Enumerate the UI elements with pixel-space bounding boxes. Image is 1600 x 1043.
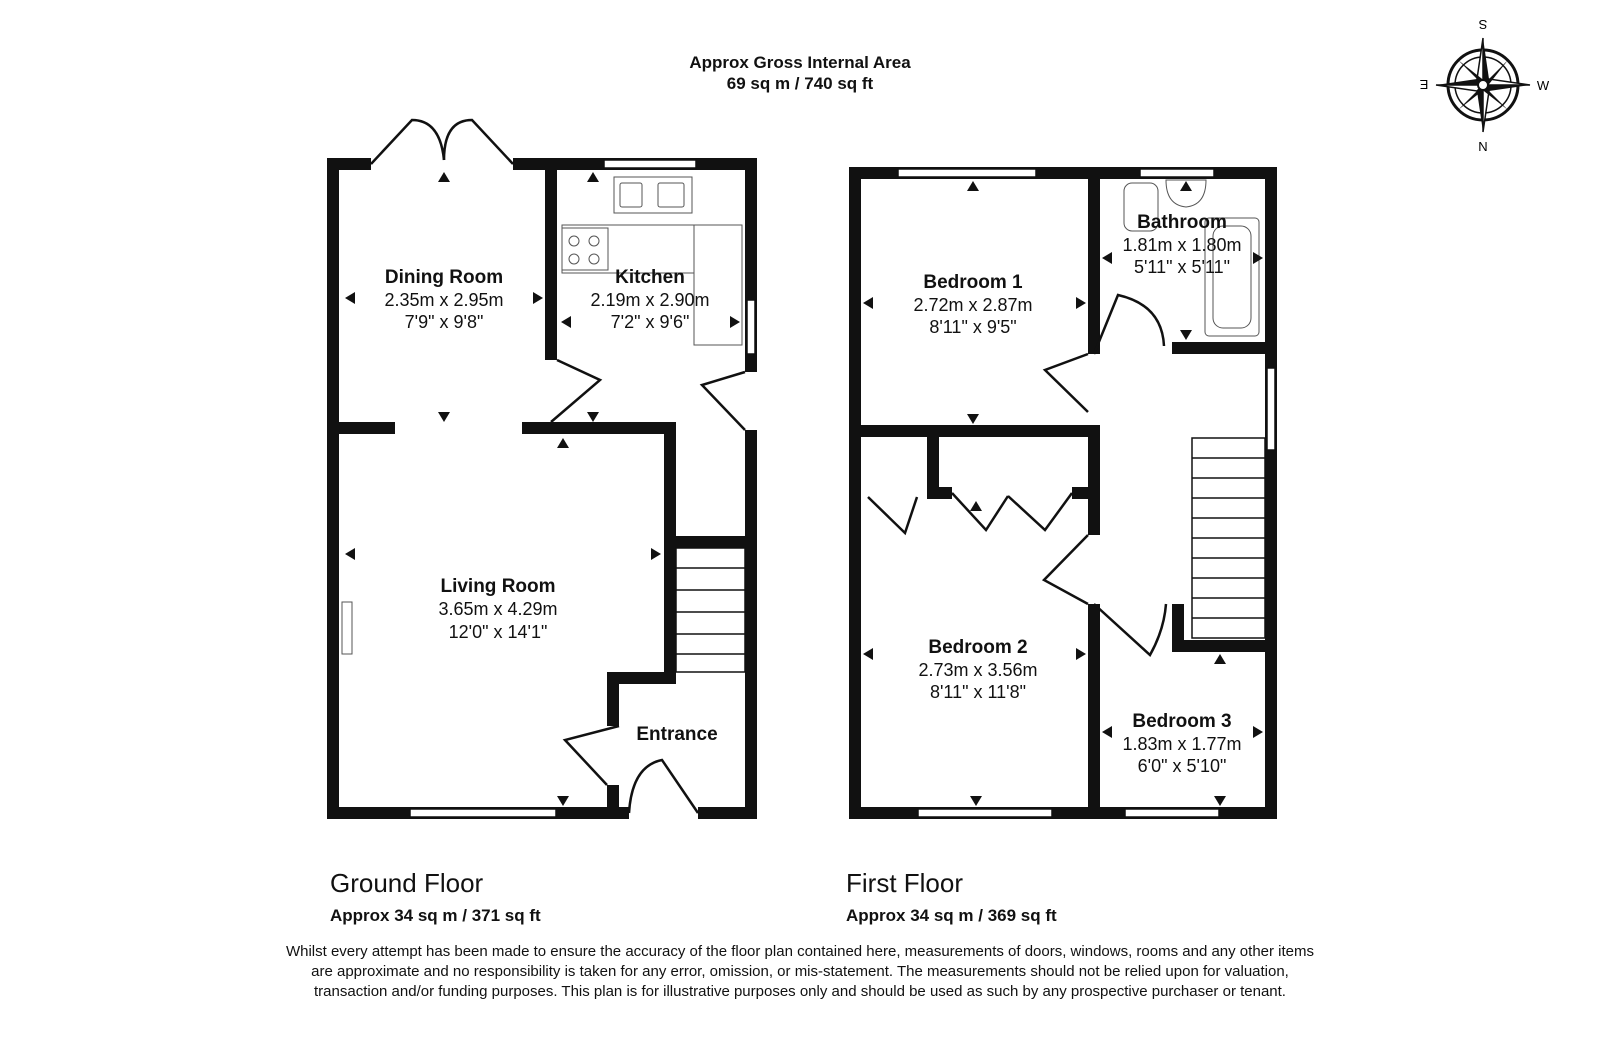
- compass-label-e: E: [1420, 77, 1428, 92]
- hob-icon: [561, 227, 609, 271]
- dimension-arrows: [345, 172, 1263, 806]
- ground-floor-title: Ground Floor: [330, 868, 484, 898]
- room-metric-bedroom1: 2.72m x 2.87m: [913, 295, 1032, 315]
- first-floor-title: First Floor: [846, 868, 963, 898]
- room-imperial-bedroom2: 8'11" x 11'8": [930, 682, 1026, 702]
- gross-area-header: Approx Gross Internal Area 69 sq m / 740…: [0, 52, 1600, 94]
- windows: [409, 159, 1276, 818]
- room-imperial-bedroom1: 8'11" x 9'5": [929, 317, 1016, 337]
- room-name-bedroom1: Bedroom 1: [923, 272, 1023, 293]
- room-metric-bathroom: 1.81m x 1.80m: [1122, 235, 1241, 255]
- door-swings: [370, 118, 1168, 814]
- compass-label-n: N: [1478, 139, 1487, 154]
- room-metric-living: 3.65m x 4.29m: [438, 599, 557, 619]
- compass-label-w: W: [1537, 78, 1550, 93]
- room-name-living: Living Room: [440, 576, 555, 597]
- room-imperial-dining: 7'9" x 9'8": [405, 312, 484, 332]
- gross-area-title: Approx Gross Internal Area: [689, 53, 911, 72]
- room-name-kitchen: Kitchen: [615, 267, 685, 288]
- fireplace-icon: [341, 601, 353, 655]
- basin-icon: [1165, 179, 1207, 208]
- room-name-bathroom: Bathroom: [1137, 212, 1227, 233]
- room-metric-kitchen: 2.19m x 2.90m: [590, 290, 709, 310]
- room-name-bedroom3: Bedroom 3: [1132, 711, 1231, 732]
- room-name-entrance: Entrance: [636, 724, 717, 745]
- room-imperial-living: 12'0" x 14'1": [449, 622, 548, 642]
- disclaimer-text: Whilst every attempt has been made to en…: [285, 943, 1315, 1000]
- room-imperial-bedroom3: 6'0" x 5'10": [1138, 756, 1227, 776]
- compass-label-s: S: [1478, 17, 1487, 32]
- room-imperial-kitchen: 7'2" x 9'6": [611, 312, 690, 332]
- toilet-icon: [1123, 182, 1159, 232]
- gross-area-value: 69 sq m / 740 sq ft: [726, 74, 874, 93]
- room-metric-dining: 2.35m x 2.95m: [384, 290, 503, 310]
- room-metric-bedroom3: 1.83m x 1.77m: [1122, 734, 1241, 754]
- room-name-bedroom2: Bedroom 2: [928, 637, 1027, 658]
- room-imperial-bathroom: 5'11" x 5'11": [1134, 257, 1230, 277]
- room-name-dining: Dining Room: [385, 267, 503, 288]
- ground-floor-area: Approx 34 sq m / 371 sq ft: [330, 906, 541, 925]
- compass-rose-icon: S N E W: [1420, 17, 1550, 154]
- first-floor-area: Approx 34 sq m / 369 sq ft: [846, 906, 1057, 925]
- stairs: [675, 437, 1266, 673]
- fixtures: [341, 176, 1260, 655]
- room-metric-bedroom2: 2.73m x 3.56m: [918, 660, 1037, 680]
